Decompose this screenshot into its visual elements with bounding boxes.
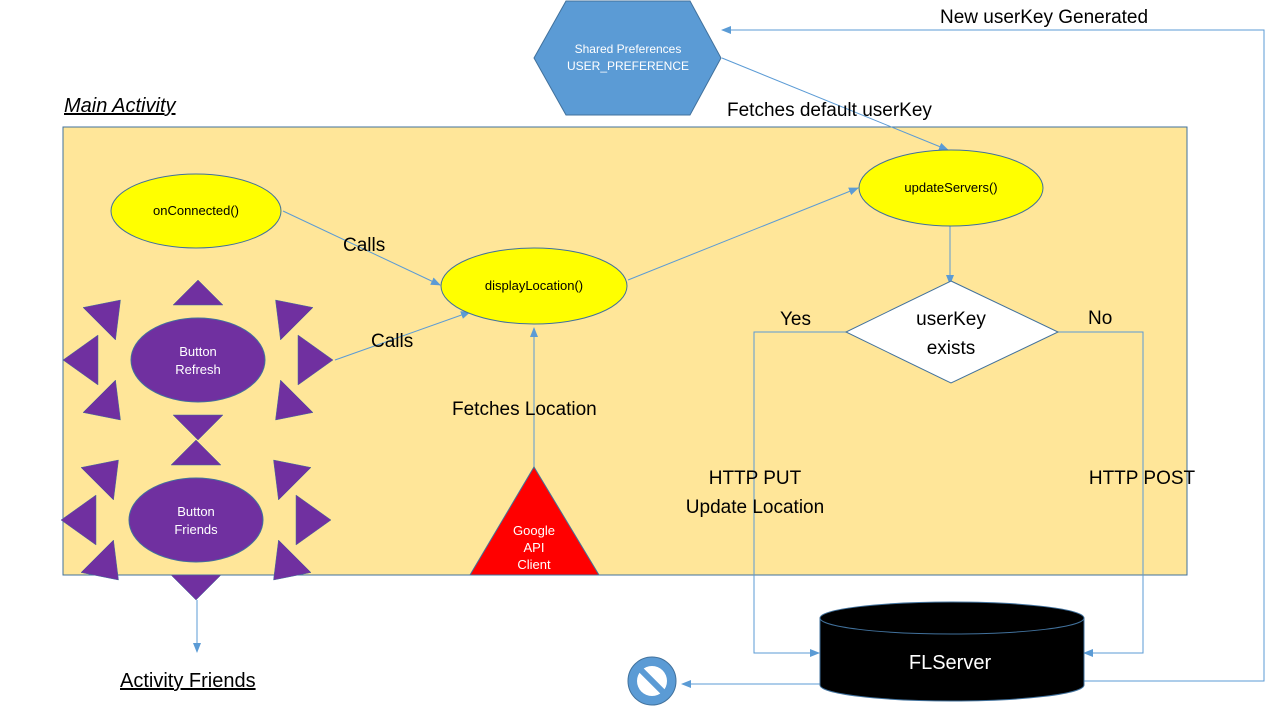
calls-label-1: Calls xyxy=(343,235,385,256)
button-friends-label-line2: Friends xyxy=(174,522,218,537)
shared-preferences-label: Shared Preferences xyxy=(575,42,682,56)
arrow-refresh-to-displaylocation xyxy=(334,311,471,361)
button-refresh-label-line1: Button xyxy=(179,344,217,359)
google-label-line1: Google xyxy=(513,523,555,538)
fetches-default-userkey-label: Fetches default userKey xyxy=(727,100,932,121)
onconnected-node xyxy=(110,173,282,249)
button-friends-label-line1: Button xyxy=(177,504,215,519)
activity-friends-label: Activity Friends xyxy=(120,670,256,692)
yes-label: Yes xyxy=(780,309,811,330)
shared-preferences-hexagon xyxy=(533,0,722,116)
new-userkey-label: New userKey Generated xyxy=(940,7,1148,28)
calls-label-2: Calls xyxy=(371,331,413,352)
arrow-prefs-to-updateservers xyxy=(721,57,949,151)
no-label: No xyxy=(1088,308,1112,329)
button-refresh-label-line2: Refresh xyxy=(175,362,221,377)
displaylocation-node xyxy=(440,247,628,325)
flserver-database xyxy=(819,601,1085,702)
displaylocation-label: displayLocation() xyxy=(485,278,583,293)
google-label-line3: Client xyxy=(517,557,551,572)
updateservers-node xyxy=(858,149,1044,227)
decision-label-line1: userKey xyxy=(916,309,986,330)
shared-preferences-name: USER_PREFERENCE xyxy=(567,59,689,73)
main-activity-title: Main Activity xyxy=(64,95,177,117)
updateservers-label: updateServers() xyxy=(904,180,997,195)
google-api-client-triangle xyxy=(469,466,600,576)
arrow-server-to-prefs xyxy=(721,26,1265,682)
onconnected-label: onConnected() xyxy=(153,203,239,218)
decision-label-line2: exists xyxy=(927,338,976,359)
http-put-label-line1: HTTP PUT xyxy=(709,468,802,489)
userkey-decision xyxy=(844,280,1060,384)
http-post-label: HTTP POST xyxy=(1089,468,1196,489)
arrow-no-to-server xyxy=(1058,331,1144,657)
arrow-displaylocation-to-updateservers xyxy=(627,187,859,281)
button-friends-sun[interactable] xyxy=(60,439,332,601)
button-refresh-sun[interactable] xyxy=(62,279,334,441)
google-label-line2: API xyxy=(524,540,545,555)
fetches-location-label: Fetches Location xyxy=(452,399,597,420)
arrow-onconnected-to-displaylocation xyxy=(282,210,441,286)
no-symbol-icon xyxy=(627,656,677,706)
http-put-label-line2: Update Location xyxy=(686,497,824,518)
flserver-label: FLServer xyxy=(909,652,992,674)
arrow-yes-to-server xyxy=(753,331,846,657)
